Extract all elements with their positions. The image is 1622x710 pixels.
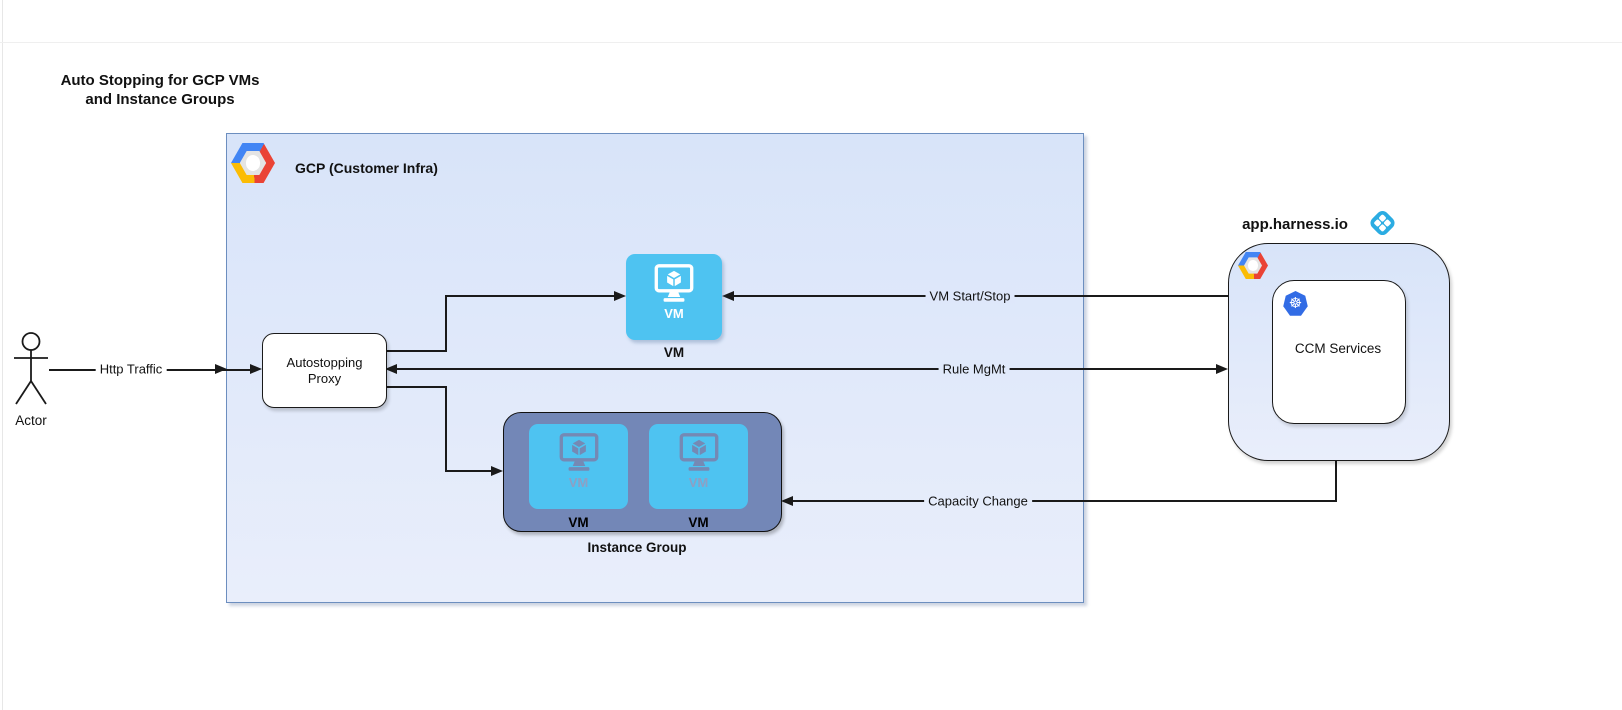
vm-icon-label: VM (568, 475, 589, 490)
vm-icon-label: VM (688, 475, 709, 490)
instance-group-vm-label: VM (568, 515, 589, 530)
diagram-title: Auto Stopping for GCP VMs and Instance G… (40, 71, 280, 109)
arrowhead (722, 290, 734, 301)
proxy-label-line2: Proxy (307, 370, 342, 386)
vm-monitor-icon (654, 264, 694, 302)
arrowhead (385, 363, 397, 374)
edge-label-rule-mgmt: Rule MgMt (938, 361, 1010, 377)
edge-proxy-to-vm (385, 350, 447, 352)
autostopping-proxy-node: Autostopping Proxy (262, 333, 387, 408)
harness-logo-icon (1370, 210, 1395, 236)
vm-monitor-icon (679, 433, 718, 471)
window-edge-left (2, 0, 3, 710)
vm-node-label: VM (663, 345, 685, 360)
vm-monitor-icon (559, 433, 598, 471)
edge-capacity-change (1335, 457, 1337, 501)
instance-group-vm-tile: VM (649, 424, 748, 509)
vm-icon-label: VM (664, 306, 684, 321)
arrowhead (1216, 363, 1228, 374)
diagram-title-line2: and Instance Groups (85, 91, 235, 108)
edge-rule-mgmt (394, 368, 1221, 370)
instance-group-label: Instance Group (587, 540, 687, 555)
edge-proxy-to-group (445, 386, 447, 472)
gcp-container-label: GCP (Customer Infra) (295, 160, 438, 176)
kubernetes-wheel-glyph: ☸ (1288, 295, 1303, 312)
actor-icon (14, 332, 48, 405)
arrowhead (215, 364, 227, 374)
harness-domain-label: app.harness.io (1242, 216, 1348, 233)
arrowhead (491, 465, 503, 476)
edge-proxy-to-vm (445, 295, 617, 297)
gcp-logo-icon (231, 143, 275, 183)
vm-node: VM (626, 254, 722, 340)
proxy-label-line1: Autostopping (286, 354, 363, 370)
arrowhead (250, 364, 262, 374)
edge-proxy-to-vm (445, 295, 447, 352)
arrowhead (781, 495, 793, 506)
kubernetes-icon: ☸ (1283, 291, 1308, 316)
instance-group-container: VM VM VM VM (503, 412, 782, 532)
window-edge-top (0, 42, 1622, 43)
edge-label-capacity-change: Capacity Change (924, 493, 1032, 509)
gcp-logo-icon-small (1238, 252, 1268, 279)
edge-proxy-to-group (385, 386, 447, 388)
edge-label-vm-start-stop: VM Start/Stop (925, 288, 1015, 304)
edge-capacity-change (790, 500, 1337, 502)
diagram-title-line1: Auto Stopping for GCP VMs (60, 72, 260, 89)
actor-label: Actor (15, 413, 47, 428)
ccm-services-label: CCM Services (1294, 341, 1382, 356)
instance-group-vm-label: VM (688, 515, 709, 530)
instance-group-vm-tile: VM (529, 424, 628, 509)
arrowhead (614, 290, 626, 301)
edge-proxy-to-group (445, 470, 495, 472)
edge-label-http-traffic: Http Traffic (95, 361, 167, 377)
